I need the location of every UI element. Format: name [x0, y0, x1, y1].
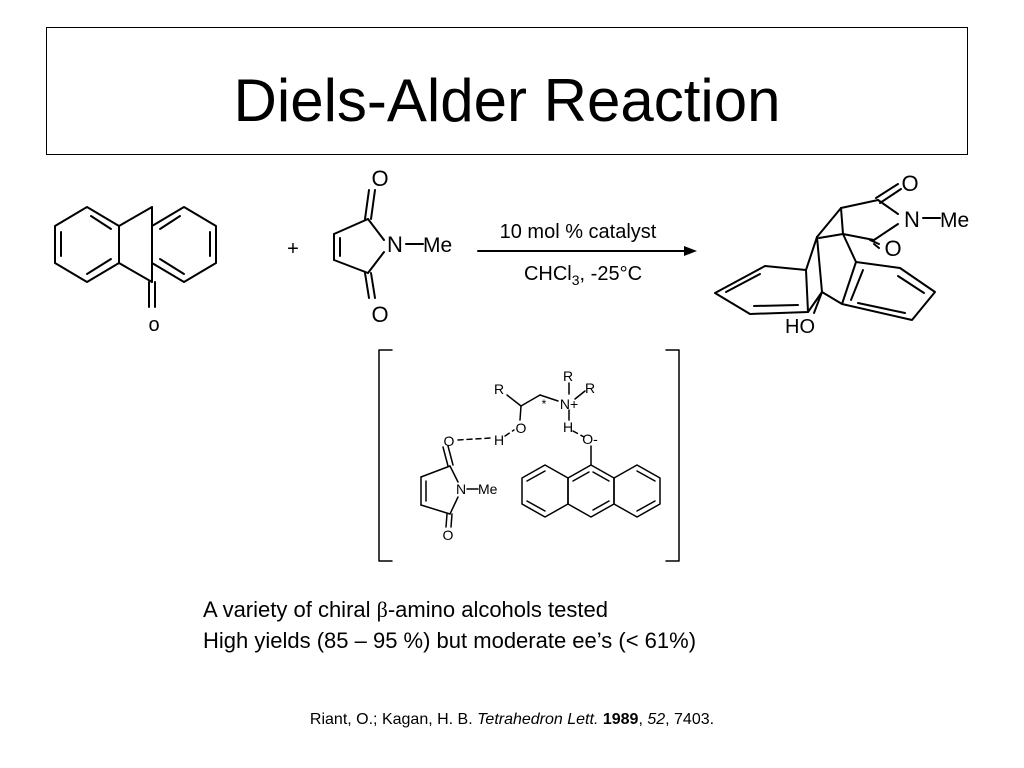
ts-maleimide-o-bottom: O [443, 527, 454, 543]
citation-volume: 52 [647, 711, 666, 728]
citation-journal: Tetrahedron Lett. [477, 711, 599, 728]
ts-ammonium-h: H [563, 419, 573, 435]
ts-r-top: R [563, 368, 573, 384]
product-me: Me [940, 209, 969, 232]
maleimide-o-bottom: O [371, 302, 388, 327]
solvent-conditions: CHCl3, -25°C [524, 263, 642, 288]
ts-alcohol-h: H [494, 432, 504, 448]
product-o-mid: O [884, 236, 901, 261]
product-o-top: O [901, 171, 918, 196]
title-box: Diels-Alder Reaction [46, 27, 968, 155]
note-line-1: A variety of chiral β-amino alcohols tes… [203, 597, 608, 622]
note-line-2: High yields (85 – 95 %) but moderate ee’… [203, 628, 697, 653]
transition-state-structure [378, 349, 680, 562]
maleimide-o-top: O [371, 166, 388, 191]
ts-stereocenter-star: * [542, 397, 547, 411]
ts-r-left: R [494, 381, 504, 397]
ts-n-plus: N+ [560, 396, 578, 412]
beta-symbol: β [376, 597, 388, 622]
hydrogen-bonds [457, 429, 585, 441]
ts-maleimide-n: N [456, 481, 466, 497]
arrowhead [684, 246, 697, 256]
citation-year: 1989 [602, 711, 639, 728]
product-hydroxyl: HO [785, 316, 815, 338]
notes: A variety of chiral β-amino alcohols tes… [203, 594, 696, 656]
product-n: N [904, 207, 920, 232]
ts-maleimide-o-top: O [444, 433, 455, 449]
ts-anion-o: O- [582, 431, 598, 447]
anthrone-structure [54, 206, 217, 308]
ts-maleimide-me: Me [478, 481, 498, 497]
citation: Riant, O.; Kagan, H. B. Tetrahedron Lett… [309, 711, 715, 728]
maleimide-me: Me [423, 234, 452, 257]
reagent-conditions: 10 mol % catalyst [500, 221, 657, 243]
anthrone-oxygen-label: o [148, 314, 159, 336]
ts-alcohol-o: O [516, 420, 527, 436]
ts-r-right: R [585, 380, 595, 396]
maleimide-structure [333, 189, 424, 299]
product-structure [714, 183, 941, 321]
slide-title: Diels-Alder Reaction [233, 67, 781, 134]
plus-sign: + [287, 238, 299, 260]
maleimide-n: N [387, 232, 403, 257]
